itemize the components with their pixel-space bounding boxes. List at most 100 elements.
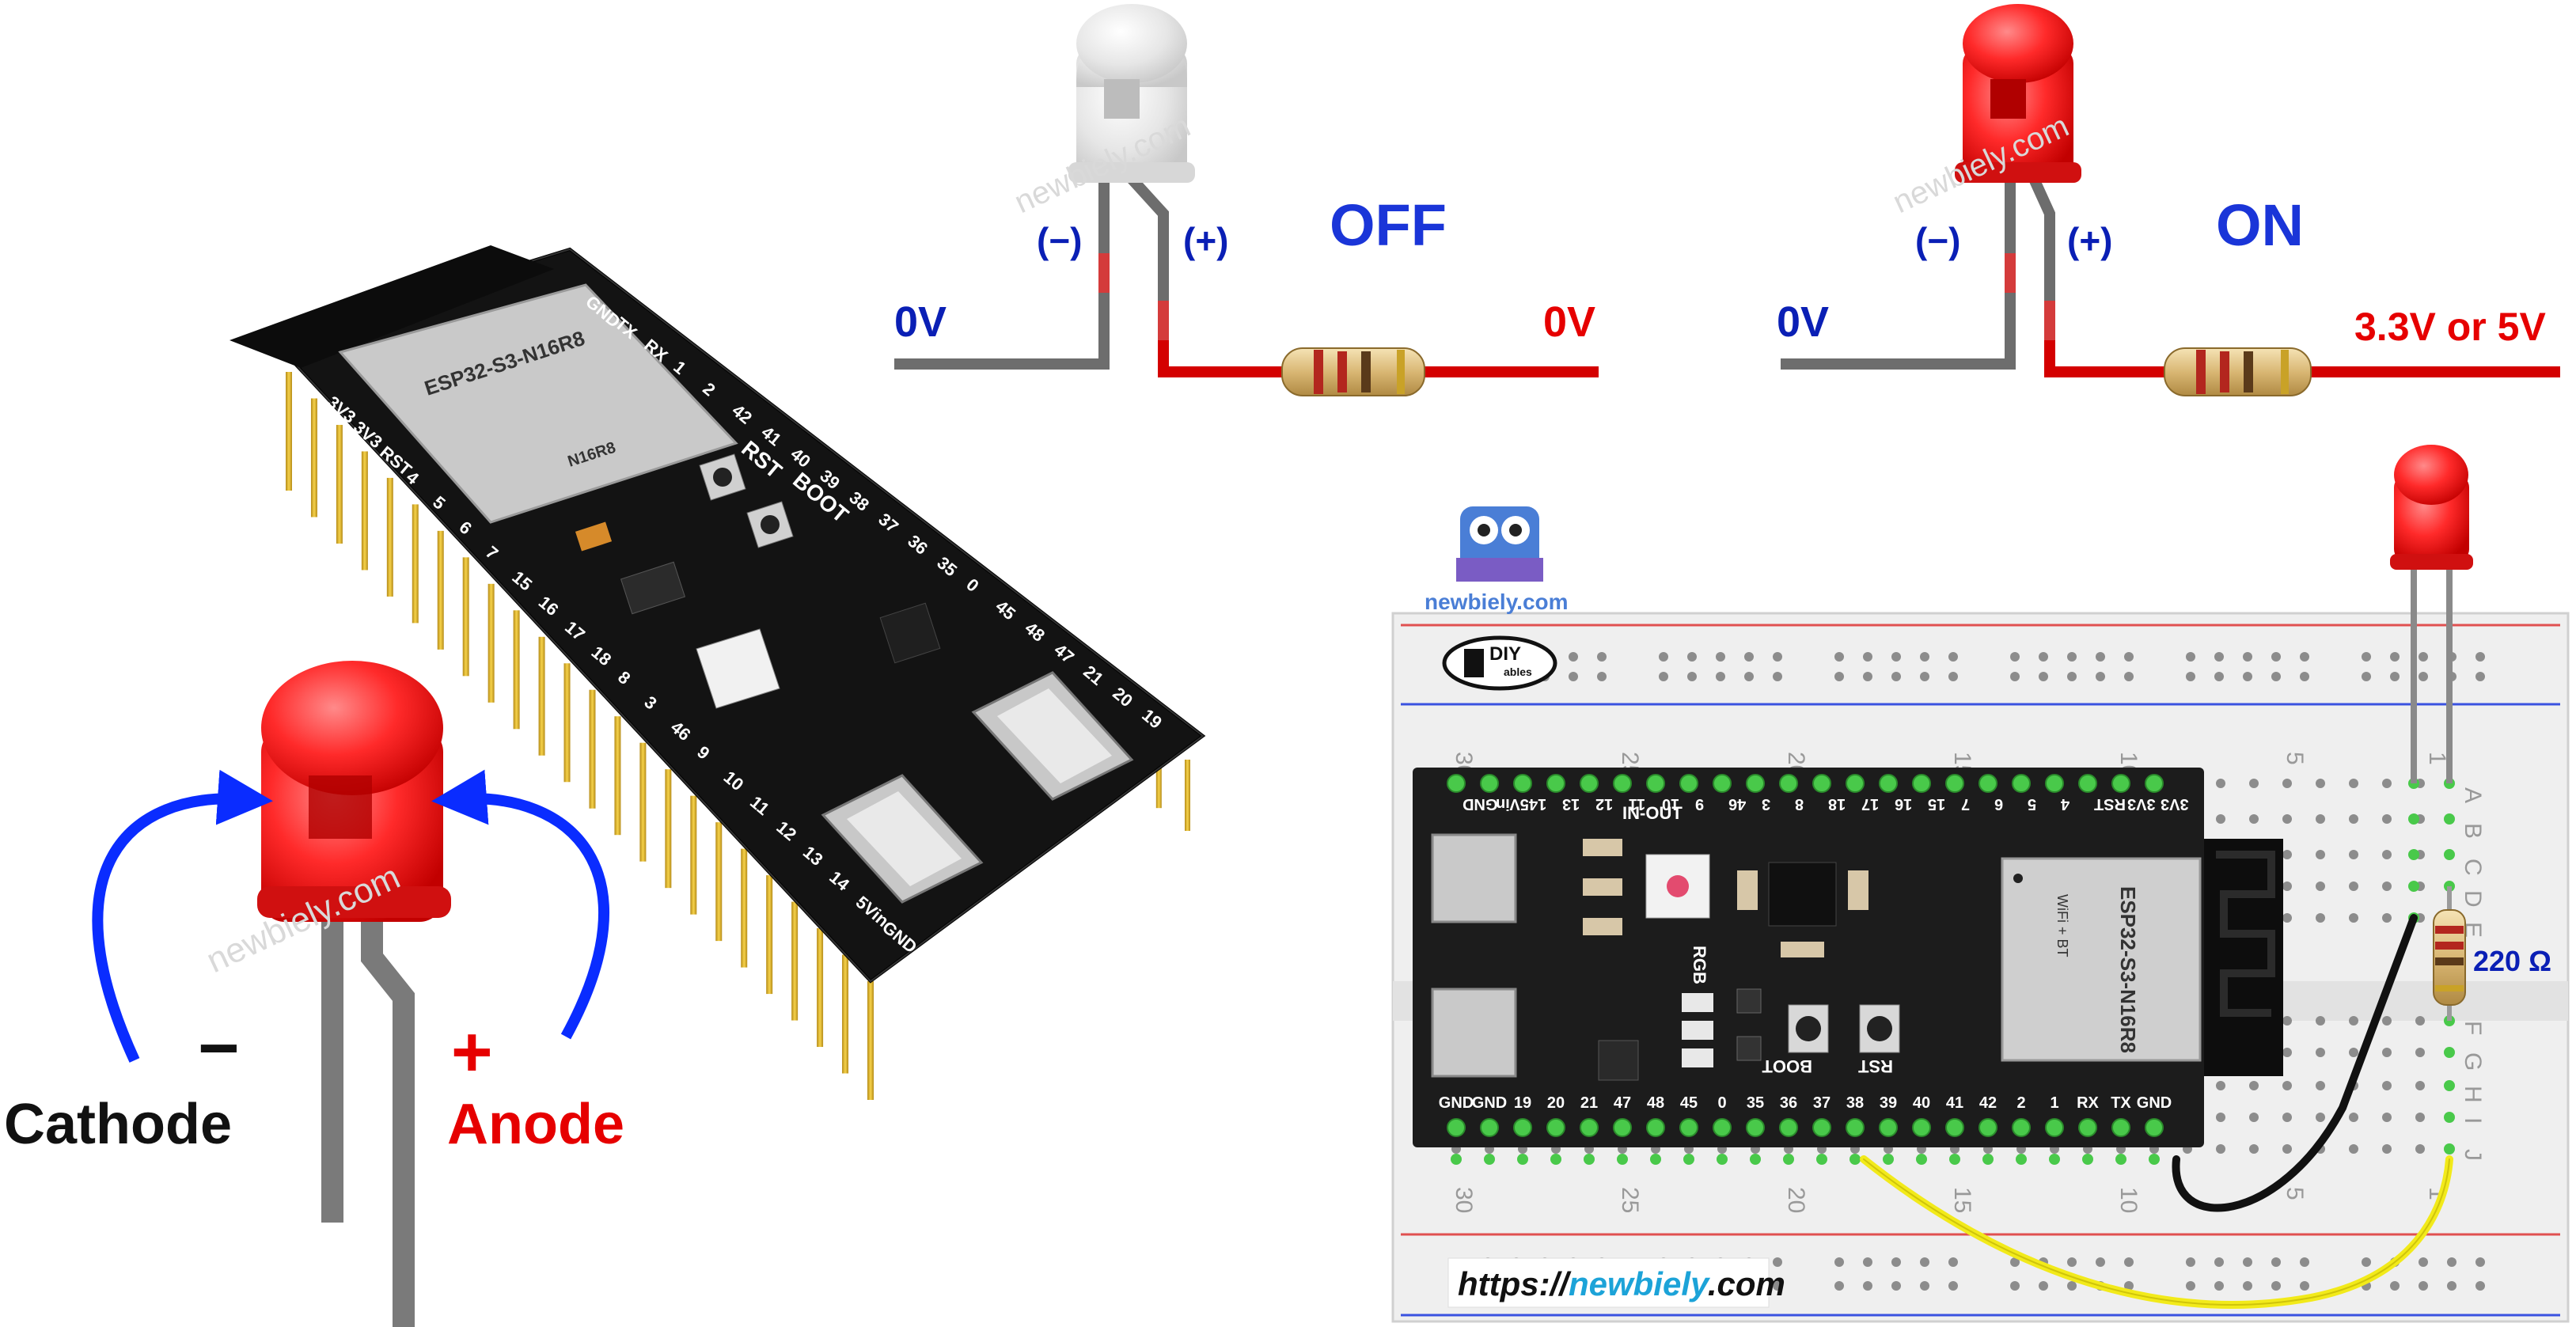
pinout-anode-lead (361, 910, 415, 1327)
breadboard-rail-hole (2010, 1257, 2020, 1267)
breadboard-rail-hole (1834, 1281, 1844, 1291)
esp32-component (1736, 988, 1762, 1014)
breadboard-hole (2282, 779, 2292, 788)
breadboard-hole (2382, 814, 2392, 824)
url-label[interactable]: https://newbiely.com (1458, 1265, 1785, 1302)
breadboard-rail-hole (2067, 652, 2077, 662)
row-letter: E (2460, 922, 2486, 938)
breadboard-hole (2349, 779, 2358, 788)
breadboard-rail-hole (2475, 1281, 2485, 1291)
diyables-logo: DIY ables (1442, 635, 1557, 691)
board-bottom-pin-label: RX (2077, 1094, 2099, 1112)
board-bottom-pin-label: 47 (1614, 1094, 1631, 1112)
board-bottom-pin-label: 38 (1846, 1094, 1864, 1112)
esp32-component (1583, 878, 1622, 896)
board-bottom-pin (1945, 1118, 1964, 1137)
photo-header-pin (842, 954, 849, 1074)
board-top-pin-label: 18 (1828, 795, 1846, 813)
board-bottom-pin (1613, 1118, 1632, 1137)
breadboard-hole (2249, 1081, 2259, 1090)
board-top-pin-label: 3V3 (2161, 795, 2189, 813)
board-bottom-pin (2111, 1118, 2130, 1137)
breadboard-rail-hole (2419, 672, 2428, 681)
led-off-plus-label: (+) (1183, 220, 1229, 261)
board-top-pin-label: 4 (2060, 795, 2070, 813)
board-top-pin-label: 46 (1728, 795, 1746, 813)
led-off-left-voltage: 0V (894, 298, 947, 346)
esp32-component (1682, 1021, 1713, 1040)
esp32-rgb-label: RGB (1690, 946, 1709, 984)
led-on-cathode-lead (1781, 174, 2016, 370)
breadboard-rail-hole (1744, 652, 1754, 662)
board-bottom-pin (1679, 1118, 1698, 1137)
newbiely-logo-text: newbiely.com (1425, 590, 1569, 614)
breadboard-hole (2316, 1016, 2325, 1026)
esp32-rst-label: RST (1857, 1056, 1893, 1076)
breadboard-rail-hole (2300, 1281, 2309, 1291)
board-bottom-pin (2078, 1118, 2097, 1137)
board-bottom-pin (1646, 1118, 1665, 1137)
photo-header-pin (614, 716, 621, 836)
cathode-symbol: − (198, 1009, 240, 1088)
led-off-bulb (1068, 4, 1195, 183)
board-top-pin-label: 14 (1528, 795, 1546, 813)
photo-header-pin (817, 928, 824, 1048)
breadboard-rail-hole (2475, 1257, 2485, 1267)
photo-header-pin (639, 742, 647, 862)
board-bottom-pin (1779, 1118, 1798, 1137)
breadboard-rail-hole (2067, 1257, 2077, 1267)
led-off-minus-label: (−) (1037, 220, 1083, 261)
breadboard-hole (2415, 1081, 2425, 1090)
breadboard-rail-hole (1597, 652, 1607, 662)
board-top-pin (1513, 774, 1532, 793)
photo-header-pin (286, 372, 292, 491)
breadboard-active-hole (2444, 813, 2455, 825)
breadboard-rail-hole (1891, 1281, 1901, 1291)
col-number: 10 (2115, 1187, 2142, 1213)
breadboard-hole (2415, 1144, 2425, 1154)
photo-header-pin (665, 769, 672, 889)
photo-header-pin (412, 504, 419, 624)
led-on-red-wire (2044, 340, 2168, 377)
breadboard-rail-hole (2124, 1257, 2134, 1267)
breadboard-rail-hole (2475, 672, 2485, 681)
board-bottom-pin (1879, 1118, 1898, 1137)
breadboard-rail-hole (1920, 1257, 1929, 1267)
breadboard-active-hole (2149, 1154, 2160, 1165)
col-number: 5 (2282, 1187, 2308, 1200)
photo-module-shield (338, 283, 738, 524)
board-bottom-pin (1746, 1118, 1765, 1137)
led-on-plus-label: (+) (2067, 220, 2113, 261)
breadboard-hole (2349, 850, 2358, 859)
breadboard-rail-hole (2419, 652, 2428, 662)
breadboard-active-hole (2408, 813, 2419, 825)
breadboard-rail-hole (1920, 1281, 1929, 1291)
board-top-pin (1945, 774, 1964, 793)
photo-header-pin (563, 663, 571, 783)
board-top-pin-label: 6 (1994, 795, 2003, 813)
breadboard-rail-hole (1891, 652, 1901, 662)
breadboard-rail-hole (1834, 652, 1844, 662)
board-top-pin (1447, 774, 1466, 793)
board-top-pin-label: RST (2094, 795, 2126, 813)
board-top-pin (1978, 774, 1997, 793)
board-top-pin (1613, 774, 1632, 793)
breadboard-hole (2382, 1113, 2392, 1122)
photo-header-pin (488, 583, 495, 703)
board-bottom-pin (1513, 1118, 1532, 1137)
photo-header-pin (715, 822, 723, 942)
board-top-pin-label: 3 (1762, 795, 1770, 813)
board-top-pin (1812, 774, 1831, 793)
breadboard-hole (2316, 814, 2325, 824)
breadboard-hole (2282, 1113, 2292, 1122)
board-top-pin (1879, 774, 1898, 793)
breadboard-active-hole (1584, 1154, 1595, 1165)
breadboard-rail-hole (1948, 672, 1958, 681)
breadboard-hole (2382, 1144, 2392, 1154)
photo-header-pin (310, 398, 317, 518)
breadboard-rail-hole (2124, 1281, 2134, 1291)
breadboard-rail-hole (1863, 652, 1872, 662)
board-bottom-pin (1812, 1118, 1831, 1137)
breadboard-wiring: 30 25 20 15 10 5 1 30 25 20 15 10 5 1 A … (1391, 445, 2570, 1323)
